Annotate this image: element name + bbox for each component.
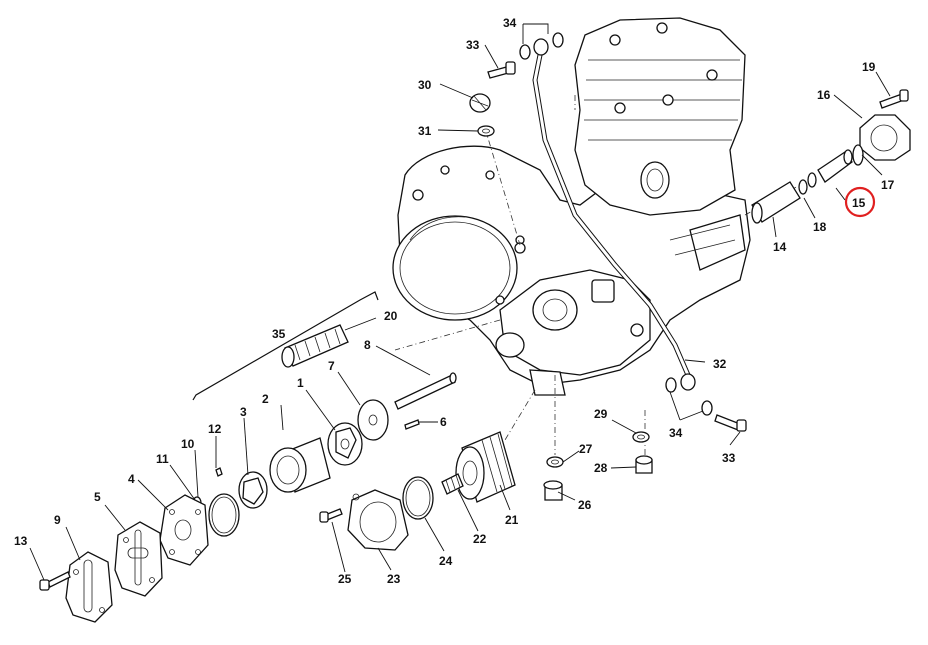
callout-13: 13 [14, 534, 28, 548]
tube-15 [817, 149, 853, 183]
callout-1: 1 [297, 376, 304, 390]
highlight-circle-15 [844, 186, 876, 218]
group-bracket-35 [192, 291, 379, 401]
callout-31: 31 [418, 124, 432, 138]
leader-lines [29, 23, 891, 581]
o-ring-24 [402, 476, 434, 520]
plug-28 [635, 455, 653, 474]
callout-12: 12 [208, 422, 222, 436]
callout-18: 18 [813, 220, 827, 234]
callout-17: 17 [881, 178, 895, 192]
callout-14: 14 [773, 240, 787, 254]
bolt-33-top [487, 61, 516, 79]
callout-35: 35 [272, 327, 286, 341]
o-ring-18 [798, 172, 817, 195]
cover-9 [65, 551, 113, 623]
washer-31 [477, 125, 495, 137]
o-ring-17 [852, 144, 864, 166]
strainer-20 [281, 324, 349, 368]
bolt-33-bottom [714, 414, 747, 432]
sleeve-14 [751, 181, 801, 224]
plate-5 [114, 521, 163, 597]
callout-4: 4 [128, 472, 135, 486]
plate-4 [159, 494, 209, 566]
callout-labels: 34 33 30 31 19 16 17 15 18 14 32 35 20 8… [14, 16, 895, 586]
callout-33-bottom: 33 [722, 451, 736, 465]
callout-11: 11 [156, 452, 169, 466]
engine-block [392, 17, 751, 396]
o-ring-10 [208, 493, 240, 537]
callout-33-top: 33 [466, 38, 480, 52]
washer-7 [357, 399, 389, 441]
filter-21 [455, 431, 516, 503]
callout-24: 24 [439, 554, 453, 568]
callout-15: 15 [852, 196, 866, 210]
pin-12 [215, 467, 223, 477]
shaft-8 [394, 372, 457, 410]
filler-plug-30 [469, 93, 491, 113]
bolt-25 [319, 508, 343, 523]
callout-29: 29 [594, 407, 608, 421]
callout-23: 23 [387, 572, 401, 586]
callout-5: 5 [94, 490, 101, 504]
rotor-1 [327, 422, 363, 466]
callout-7: 7 [328, 359, 335, 373]
callout-22: 22 [473, 532, 487, 546]
callout-19: 19 [862, 60, 876, 74]
callout-30: 30 [418, 78, 432, 92]
callout-26: 26 [578, 498, 592, 512]
callout-27: 27 [579, 442, 593, 456]
callout-28: 28 [594, 461, 608, 475]
plug-26 [543, 480, 563, 501]
callout-9: 9 [54, 513, 61, 527]
bolt-19 [879, 89, 909, 109]
callout-8: 8 [364, 338, 371, 352]
callout-2: 2 [262, 392, 269, 406]
callout-21: 21 [505, 513, 519, 527]
bolt-13 [39, 571, 71, 591]
callout-34-bottom: 34 [669, 426, 683, 440]
callout-16: 16 [817, 88, 831, 102]
spring-22 [441, 473, 464, 495]
callout-25: 25 [338, 572, 352, 586]
oil-line-32 [532, 38, 696, 391]
cover-23 [347, 489, 409, 551]
callout-3: 3 [240, 405, 247, 419]
rotor-2 [269, 437, 331, 493]
washer-34-top [519, 32, 564, 60]
washer-27 [546, 456, 564, 468]
callout-20: 20 [384, 309, 398, 323]
pin-6 [404, 419, 420, 430]
callout-10: 10 [181, 437, 195, 451]
cover-16 [859, 114, 911, 161]
rotor-3 [238, 471, 268, 509]
washers-34-bottom [665, 377, 713, 416]
callout-32: 32 [713, 357, 727, 371]
washer-29 [632, 431, 650, 443]
callout-6: 6 [440, 415, 447, 429]
callout-34-top: 34 [503, 16, 517, 30]
